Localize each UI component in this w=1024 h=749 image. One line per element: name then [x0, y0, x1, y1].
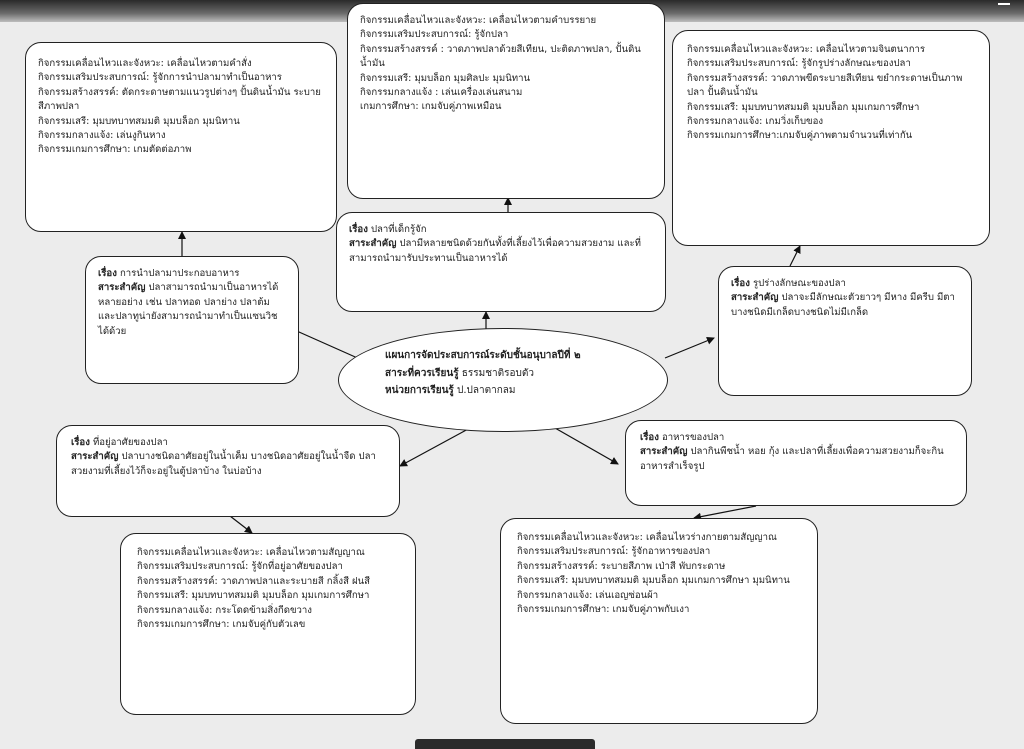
subject-label: เรื่อง — [98, 268, 117, 279]
activity-line: กิจกรรมเกมการศึกษา:เกมจับคู่ภาพตามจำนวนท… — [687, 130, 913, 142]
subject-label: เรื่อง — [640, 432, 659, 443]
key-label: สาระสำคัญ — [640, 446, 688, 458]
activity-line: กิจกรรมสร้างสรรค์: ตัดกระดาษตามแนวรูปต่า… — [38, 86, 321, 113]
activity-line: กิจกรรมสร้างสรรค์: ระบายสีภาพ เป่าสี พับ… — [517, 560, 726, 572]
key-label: สาระสำคัญ — [98, 282, 146, 294]
activity-line: กิจกรรมเสรี: มุมบทบาทสมมติ มุมบล็อก มุมน… — [38, 115, 240, 127]
bottom-scroll-bar[interactable] — [415, 739, 595, 749]
activities-box-bottom-right: กิจกรรมเคลื่อนไหวและจังหวะ: เคลื่อนไหวร่… — [500, 518, 818, 724]
activities-box-left: กิจกรรมเคลื่อนไหวและจังหวะ: เคลื่อนไหวตา… — [25, 42, 337, 232]
arrow-bottom-left-to-activities — [229, 515, 253, 534]
key-label: สาระสำคัญ — [731, 292, 779, 304]
key-text: ปลาบางชนิดอาศัยอยู่ในน้ำเค็ม บางชนิดอาศั… — [71, 451, 376, 477]
arrow-center-to-bottom-right — [554, 427, 619, 465]
activity-line: กิจกรรมกลางแจ้ง: กระโดดข้ามสิ่งกีดขวาง — [137, 604, 312, 616]
unit-value: ป.ปลาตากลม — [453, 385, 516, 396]
topic-box-bottom-right: เรื่อง อาหารของปลา สาระสำคัญ ปลากินพืชน้… — [625, 420, 967, 506]
subject-text: ปลาที่เด็กรู้จัก — [367, 224, 427, 235]
subject-text: อาหารของปลา — [658, 432, 725, 443]
arrow-bottom-right-to-activities — [693, 505, 757, 521]
center-oval: แผนการจัดประสบการณ์ระดับชั้นอนุบาลปีที่ … — [338, 328, 668, 432]
activity-line: กิจกรรมเคลื่อนไหวและจังหวะ: เคลื่อนไหวร่… — [517, 532, 777, 543]
activity-line: กิจกรรมกลางแจ้ง : เล่นเครื่องเล่นสนาม — [360, 86, 523, 98]
activity-line: กิจกรรมสร้างสรรค์ : วาดภาพปลาด้วยสีเทียน… — [360, 43, 641, 70]
activity-line: กิจกรรมกลางแจ้ง: เล่นงูกินหาง — [38, 129, 166, 141]
activity-line: กิจกรรมเคลื่อนไหวและจังหวะ: เคลื่อนไหวตา… — [38, 58, 252, 69]
activities-box-right: กิจกรรมเคลื่อนไหวและจังหวะ: เคลื่อนไหวตา… — [672, 30, 990, 246]
activity-line: กิจกรรมเสรี: มุมบล็อก มุมศิลปะ มุมนิทาน — [360, 72, 531, 84]
topic-box-bottom-left: เรื่อง ที่อยู่อาศัยของปลา สาระสำคัญ ปลาบ… — [56, 425, 400, 517]
activity-line: กิจกรรมเคลื่อนไหวและจังหวะ: เคลื่อนไหวตา… — [360, 15, 597, 26]
activity-line: กิจกรรมเสริมประสบการณ์: รู้จักที่อยู่อาศ… — [137, 561, 343, 573]
activity-line: กิจกรรมเสริมประสบการณ์: รู้จักการนำปลามา… — [38, 72, 282, 84]
activity-line: กิจกรรมกลางแจ้ง: เล่นเอญซ่อนผ้า — [517, 589, 659, 601]
key-text: ปลามีหลายชนิดด้วยกันทั้งที่เลี้ยงไว้เพื่… — [349, 238, 641, 264]
arrow-center-to-right — [664, 336, 715, 359]
activity-line: กิจกรรมเสริมประสบการณ์: รู้จักปลา — [360, 29, 509, 41]
activity-line: กิจกรรมเสริมประสบการณ์: รู้จักรูปร่างลัก… — [687, 58, 911, 70]
arrow-right-to-activities — [789, 245, 801, 267]
activity-line: กิจกรรมกลางแจ้ง: เกมวิ่งเก็บของ — [687, 115, 824, 127]
activities-box-top: กิจกรรมเคลื่อนไหวและจังหวะ: เคลื่อนไหวตา… — [347, 3, 665, 199]
subject-text: การนำปลามาประกอบอาหาร — [116, 268, 240, 279]
activity-line: กิจกรรมเคลื่อนไหวและจังหวะ: เคลื่อนไหวตา… — [687, 44, 926, 55]
key-text: ปลาสามารถนำมาเป็นอาหารได้หลายอย่าง เช่น … — [98, 282, 279, 337]
subject-label: เรื่อง — [731, 278, 750, 289]
unit-label: หน่วยการเรียนรู้ — [385, 385, 454, 396]
activity-line: กิจกรรมเกมการศึกษา: เกมจับคู่กับตัวเลข — [137, 618, 306, 630]
activity-line: กิจกรรมเสริมประสบการณ์: รู้จักอาหารของปล… — [517, 546, 711, 558]
subject-text: ที่อยู่อาศัยของปลา — [89, 437, 168, 448]
subject-label: เรื่อง — [71, 437, 90, 448]
standard-label: สาระที่ควรเรียนรู้ — [385, 367, 459, 379]
topic-box-left: เรื่อง การนำปลามาประกอบอาหาร สาระสำคัญ ป… — [85, 256, 299, 384]
arrow-center-to-bottom-left — [399, 427, 471, 467]
activity-line: กิจกรรมเคลื่อนไหวและจังหวะ: เคลื่อนไหวตา… — [137, 547, 365, 558]
standard-value: ธรรมชาติรอบตัว — [458, 367, 534, 379]
topic-box-right: เรื่อง รูปร่างลักษณะของปลา สาระสำคัญ ปลา… — [718, 266, 972, 396]
topic-box-top: เรื่อง ปลาที่เด็กรู้จัก สาระสำคัญ ปลามีห… — [336, 212, 666, 312]
key-text: ปลาจะมีลักษณะตัวยาวๆ มีหาง มีครีบ มีตา บ… — [731, 292, 955, 318]
key-label: สาระสำคัญ — [71, 451, 119, 463]
subject-text: รูปร่างลักษณะของปลา — [749, 278, 846, 289]
activity-line: กิจกรรมเสรี: มุมบทบาทสมมติ มุมบล็อก มุมเ… — [687, 101, 920, 113]
subject-label: เรื่อง — [349, 224, 368, 235]
arrow-center-to-left — [289, 327, 363, 361]
activity-line: เกมการศึกษา: เกมจับคู่ภาพเหมือน — [360, 101, 502, 113]
activity-line: กิจกรรมเสรี: มุมบทบาทสมมติ มุมบล็อก มุมเ… — [517, 575, 790, 587]
activity-line: กิจกรรมเสรี: มุมบทบาทสมมติ มุมบล็อก มุมเ… — [137, 590, 370, 602]
center-title: แผนการจัดประสบการณ์ระดับชั้นอนุบาลปีที่ … — [385, 350, 581, 361]
key-text: ปลากินพืชน้ำ หอย กุ้ง และปลาที่เลี้ยงเพื… — [640, 446, 944, 472]
minimize-icon[interactable] — [998, 3, 1010, 5]
activity-line: กิจกรรมเกมการศึกษา: เกมตัดต่อภาพ — [38, 144, 192, 156]
activity-line: กิจกรรมสร้างสรรค์: วาดภาพปลาและระบายสี ก… — [137, 575, 371, 587]
activities-box-bottom-left: กิจกรรมเคลื่อนไหวและจังหวะ: เคลื่อนไหวตา… — [120, 533, 416, 715]
activity-line: กิจกรรมเกมการศึกษา: เกมจับคู่ภาพกับเงา — [517, 603, 690, 615]
key-label: สาระสำคัญ — [349, 238, 397, 250]
activity-line: กิจกรรมสร้างสรรค์: วาดภาพขีดระบายสีเทียน… — [687, 72, 963, 99]
